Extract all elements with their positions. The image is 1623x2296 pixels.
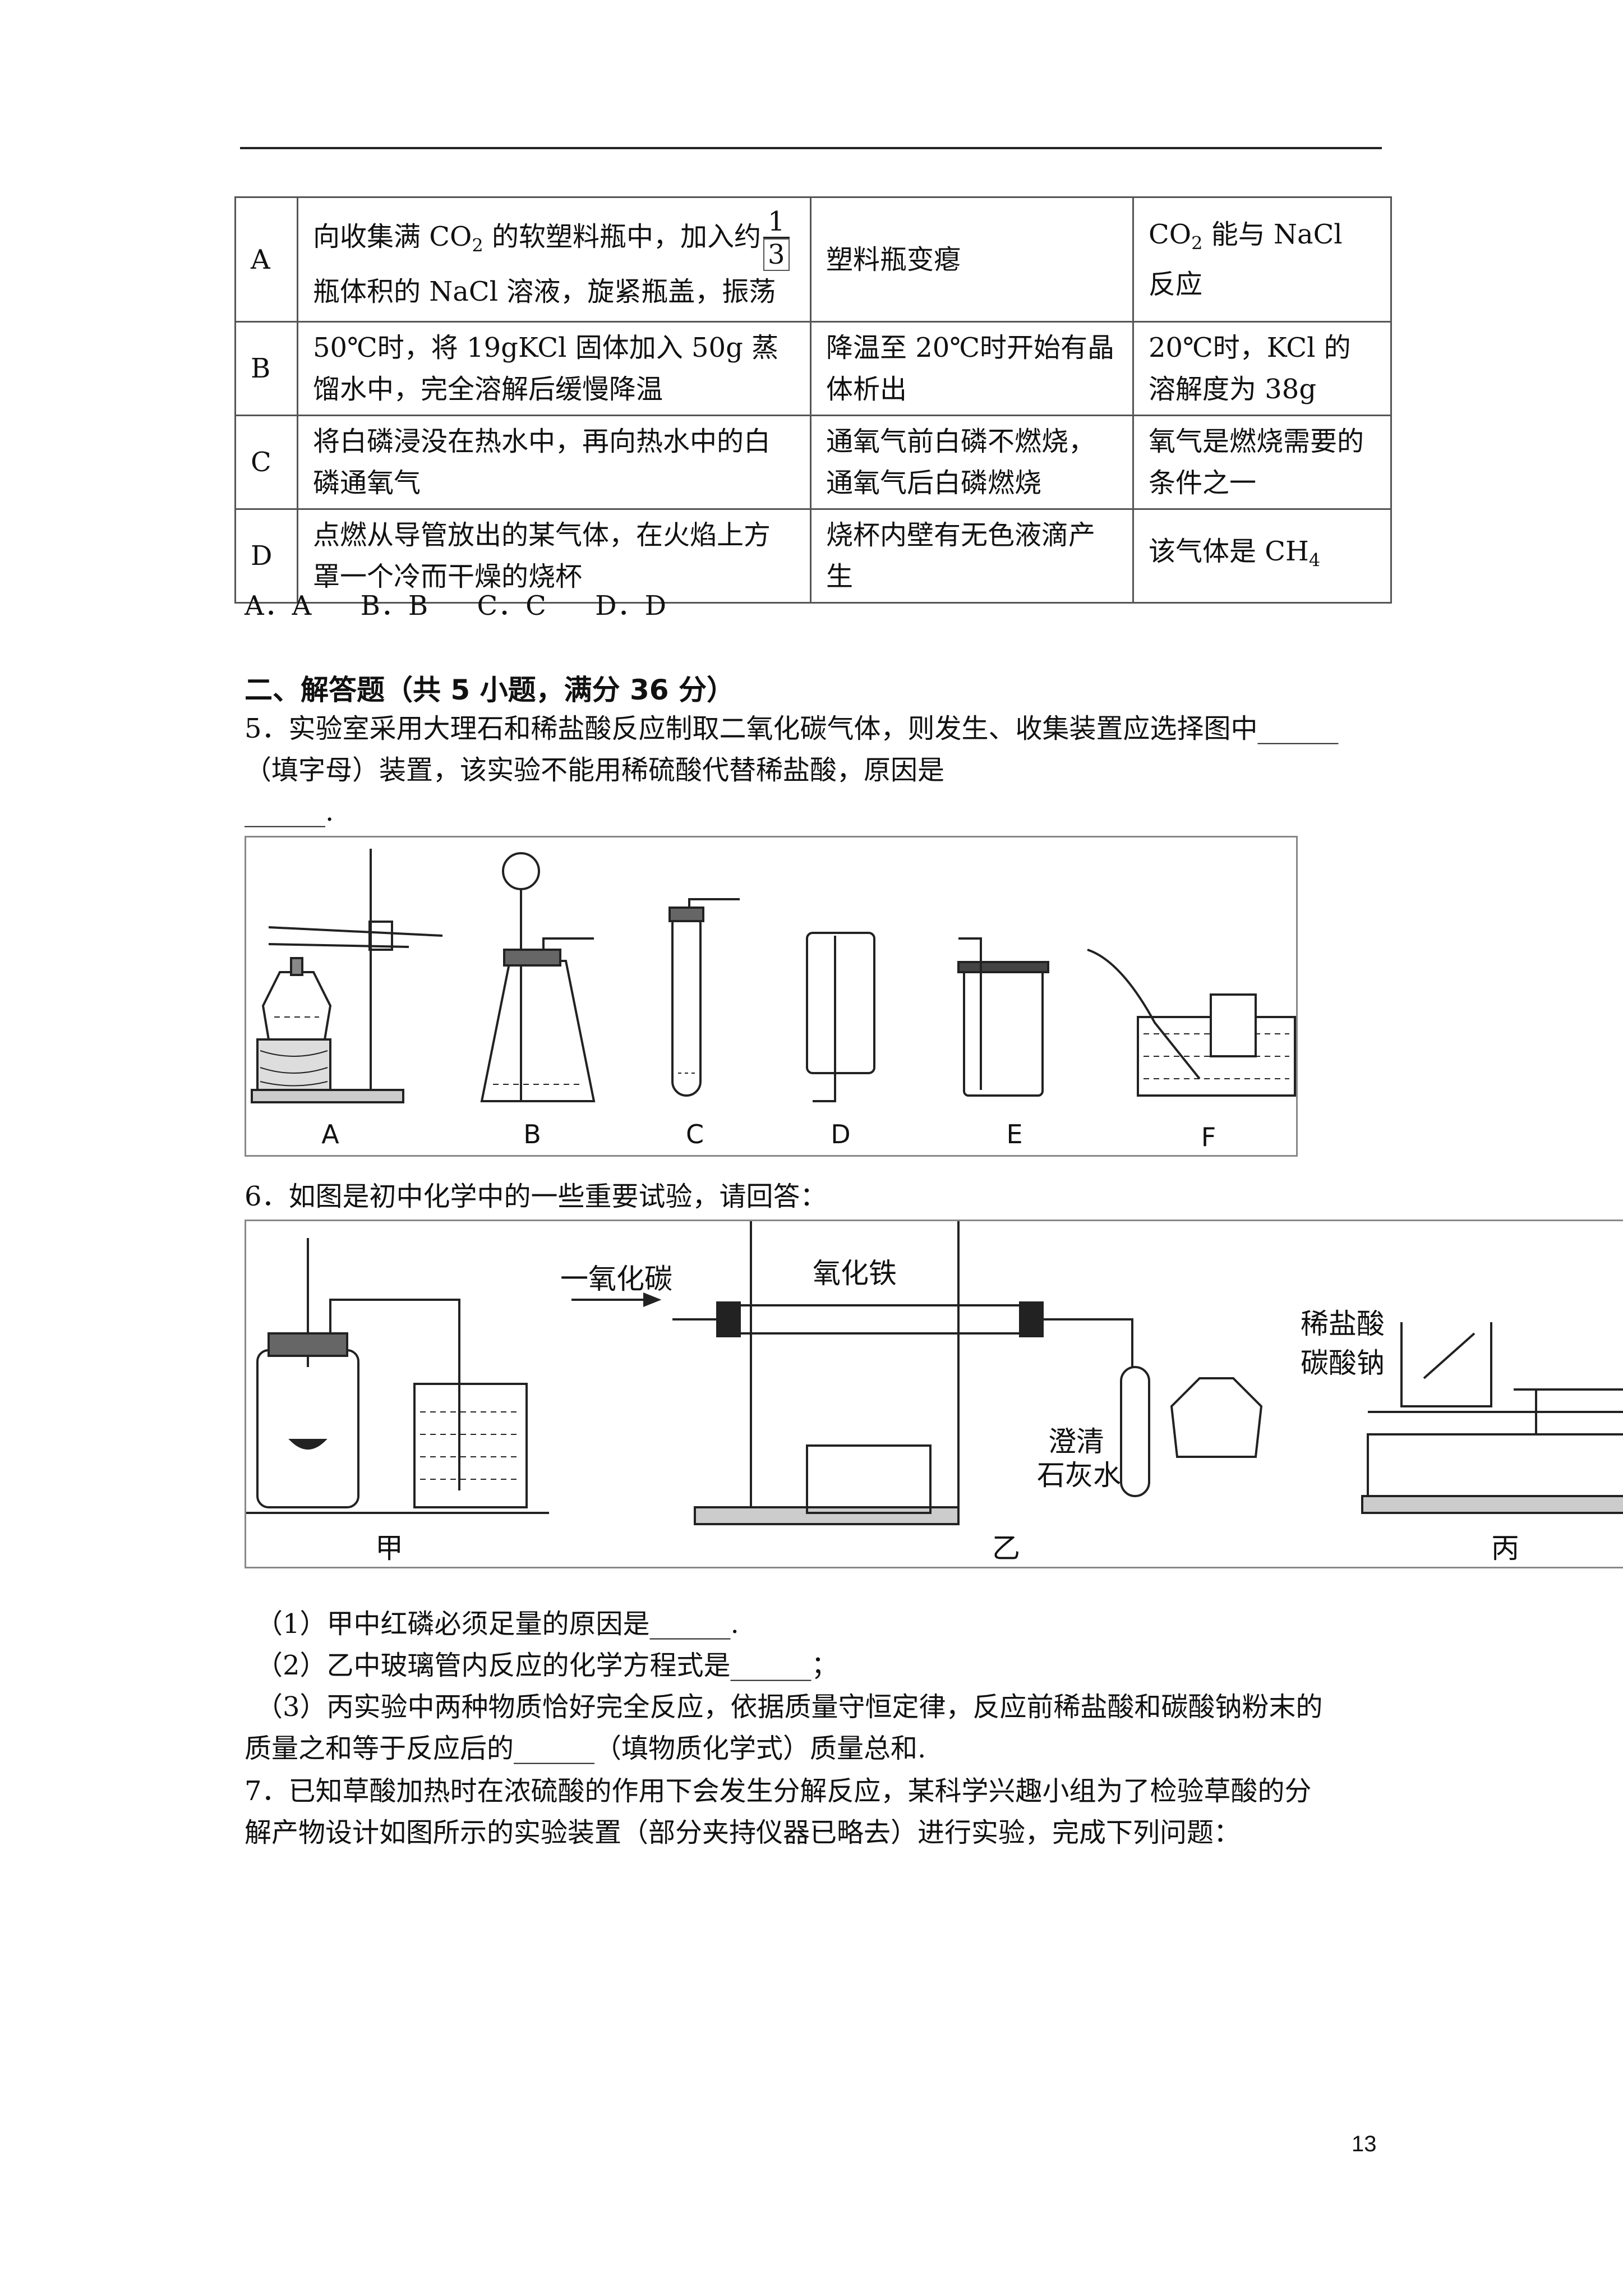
- conclusion-cell: CO2 能与 NaCl 反应: [1132, 196, 1392, 323]
- q6-sub2: （2）乙中玻璃管内反应的化学方程式是______；: [256, 1650, 838, 1681]
- apparatus-yi: [571, 1221, 1263, 1525]
- conclusion-cell: 20℃时，KCl 的溶解度为 38g: [1132, 321, 1392, 416]
- page-number: 13: [1352, 2132, 1377, 2156]
- conclusion-cell: 氧气是燃烧需要的条件之一: [1132, 415, 1392, 510]
- panel-label-jia: 甲: [375, 1532, 403, 1565]
- question-5: 5．实验室采用大理石和稀盐酸反应制取二氧化碳气体，则发生、收集装置应选择图中__…: [245, 713, 1339, 827]
- fig-label-c: C: [686, 1119, 704, 1149]
- apparatus-bing: [1361, 1322, 1623, 1514]
- fe2o3-label: 氧化铁: [813, 1257, 897, 1290]
- phenomenon-cell: 通氧气前白磷不燃烧，通氧气后白磷燃烧: [810, 415, 1134, 510]
- co-label: 一氧化碳: [560, 1263, 672, 1295]
- row-label: B: [234, 321, 298, 416]
- apparatus-f: [1087, 949, 1296, 1097]
- apparatus-c: [668, 898, 740, 1097]
- fig-label-b: B: [523, 1119, 541, 1149]
- fig-label-d: D: [831, 1119, 850, 1149]
- section-title: 二、解答题（共 5 小题，满分 36 分）: [245, 674, 735, 706]
- question-7: 7．已知草酸加热时在浓硫酸的作用下会发生分解反应，某科学兴趣小组为了检验草酸的分…: [245, 1775, 1312, 1848]
- phenomenon-cell: 降温至 20℃时开始有晶体析出: [810, 321, 1134, 416]
- q6-sub3a: （3）丙实验中两种物质恰好完全反应，依据质量守恒定律，反应前稀盐酸和碳酸钠粉末的: [256, 1691, 1323, 1723]
- limewater-label-1: 澄清: [1048, 1425, 1104, 1458]
- fig-label-e: E: [1006, 1119, 1022, 1149]
- hcl-label: 稀盐酸: [1301, 1308, 1385, 1340]
- question-6-intro: 6．如图是初中化学中的一些重要试验，请回答：: [245, 1181, 827, 1212]
- table-row: C 将白磷浸没在热水中，再向热水中的白磷通氧气 通氧气前白磷不燃烧，通氧气后白磷…: [234, 415, 1392, 510]
- operation-cell: 50℃时，将 19gKCl 固体加入 50g 蒸馏水中，完全溶解后缓慢降温: [297, 321, 811, 416]
- choice-c[interactable]: C．C: [477, 590, 547, 622]
- apparatus-jia: [246, 1238, 549, 1514]
- q6-sub1: （1）甲中红磷必须足量的原因是______.: [256, 1608, 739, 1640]
- q6-sub3b: 质量之和等于反应后的______（填物质化学式）质量总和.: [245, 1733, 926, 1764]
- apparatus-e: [957, 937, 1049, 1097]
- table-row: D 点燃从导管放出的某气体，在火焰上方罩一个冷而干燥的烧杯 烧杯内壁有无色液滴产…: [234, 508, 1392, 604]
- panel-label-yi: 乙: [992, 1532, 1020, 1565]
- phenomenon-cell: 烧杯内壁有无色液滴产生: [810, 508, 1134, 604]
- phenomenon-cell: 塑料瓶变瘪: [810, 196, 1134, 323]
- row-label: A: [234, 196, 298, 323]
- operation-cell: 将白磷浸没在热水中，再向热水中的白磷通氧气: [297, 415, 811, 510]
- header-rule: [240, 147, 1382, 149]
- row-label: D: [234, 508, 298, 604]
- question-6-subparts: （1）甲中红磷必须足量的原因是______. （2）乙中玻璃管内反应的化学方程式…: [245, 1603, 1394, 1728]
- apparatus-d: [806, 932, 875, 1102]
- apparatus-figure-1: A B C D E F: [245, 836, 1298, 1157]
- fig-label-f: F: [1201, 1122, 1216, 1152]
- na2co3-label: 碳酸钠: [1301, 1347, 1385, 1379]
- panel-label-bing: 丙: [1491, 1532, 1519, 1565]
- operation-cell: 点燃从导管放出的某气体，在火焰上方罩一个冷而干燥的烧杯: [297, 508, 811, 604]
- apparatus-b: [480, 852, 596, 1102]
- limewater-label-2: 石灰水: [1037, 1459, 1121, 1492]
- choice-a[interactable]: A．A: [245, 590, 312, 622]
- apparatus-a: [251, 849, 443, 1103]
- choice-d[interactable]: D．D: [595, 590, 667, 622]
- fig-label-a: A: [321, 1119, 339, 1149]
- apparatus-figure-2: 一氧化碳 氧化铁 澄清 石灰水 稀盐酸 碳酸钠 甲 乙 丙: [245, 1220, 1623, 1568]
- choice-b[interactable]: B．B: [360, 590, 429, 622]
- answer-choices: A．A B．B C．C D．D: [245, 583, 706, 623]
- conclusion-cell: 该气体是 CH4: [1132, 508, 1392, 604]
- row-label: C: [234, 415, 298, 510]
- table-row: B 50℃时，将 19gKCl 固体加入 50g 蒸馏水中，完全溶解后缓慢降温 …: [234, 321, 1392, 416]
